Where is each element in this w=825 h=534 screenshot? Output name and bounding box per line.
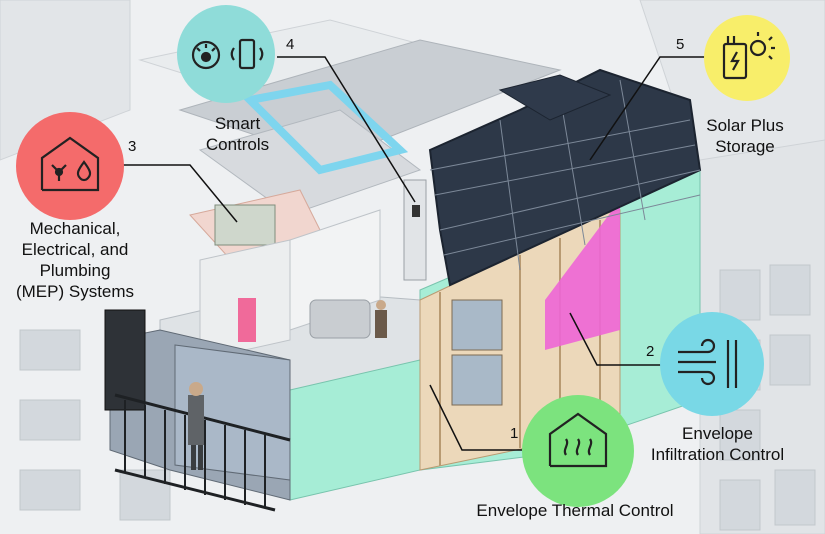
solar-array bbox=[428, 68, 702, 287]
callout-circle-5 bbox=[704, 15, 790, 101]
thermostat-phone-icon bbox=[191, 38, 264, 70]
callout-circle-1 bbox=[522, 395, 634, 507]
leader-lines bbox=[120, 56, 706, 451]
callout-number-4: 4 bbox=[286, 36, 295, 53]
callout-number-3: 3 bbox=[128, 138, 137, 155]
callout-circle-3 bbox=[16, 112, 124, 220]
callout-label-2: Envelope Infiltration Control bbox=[650, 424, 785, 464]
callout-circle-4 bbox=[177, 5, 275, 103]
callout-circle-2 bbox=[660, 312, 764, 416]
person-figure bbox=[375, 310, 387, 338]
wind-wall-icon bbox=[678, 338, 738, 388]
callout-label-5: Solar Plus Storage bbox=[706, 116, 784, 156]
callout-number-1: 1 bbox=[510, 425, 519, 442]
balcony bbox=[104, 309, 291, 512]
callout-number-5: 5 bbox=[676, 36, 685, 53]
callout-label-4: Smart Controls bbox=[205, 114, 270, 154]
callout-label-1: Envelope Thermal Control bbox=[476, 501, 674, 520]
building-roof bbox=[178, 39, 562, 271]
callout-label-3: Mechanical, Electrical, and Plumbing (ME… bbox=[15, 219, 135, 301]
solar-battery-icon bbox=[722, 32, 775, 80]
house-fan-drop-icon bbox=[40, 136, 100, 192]
house-heat-icon bbox=[548, 412, 608, 468]
callout-number-2: 2 bbox=[646, 343, 655, 360]
